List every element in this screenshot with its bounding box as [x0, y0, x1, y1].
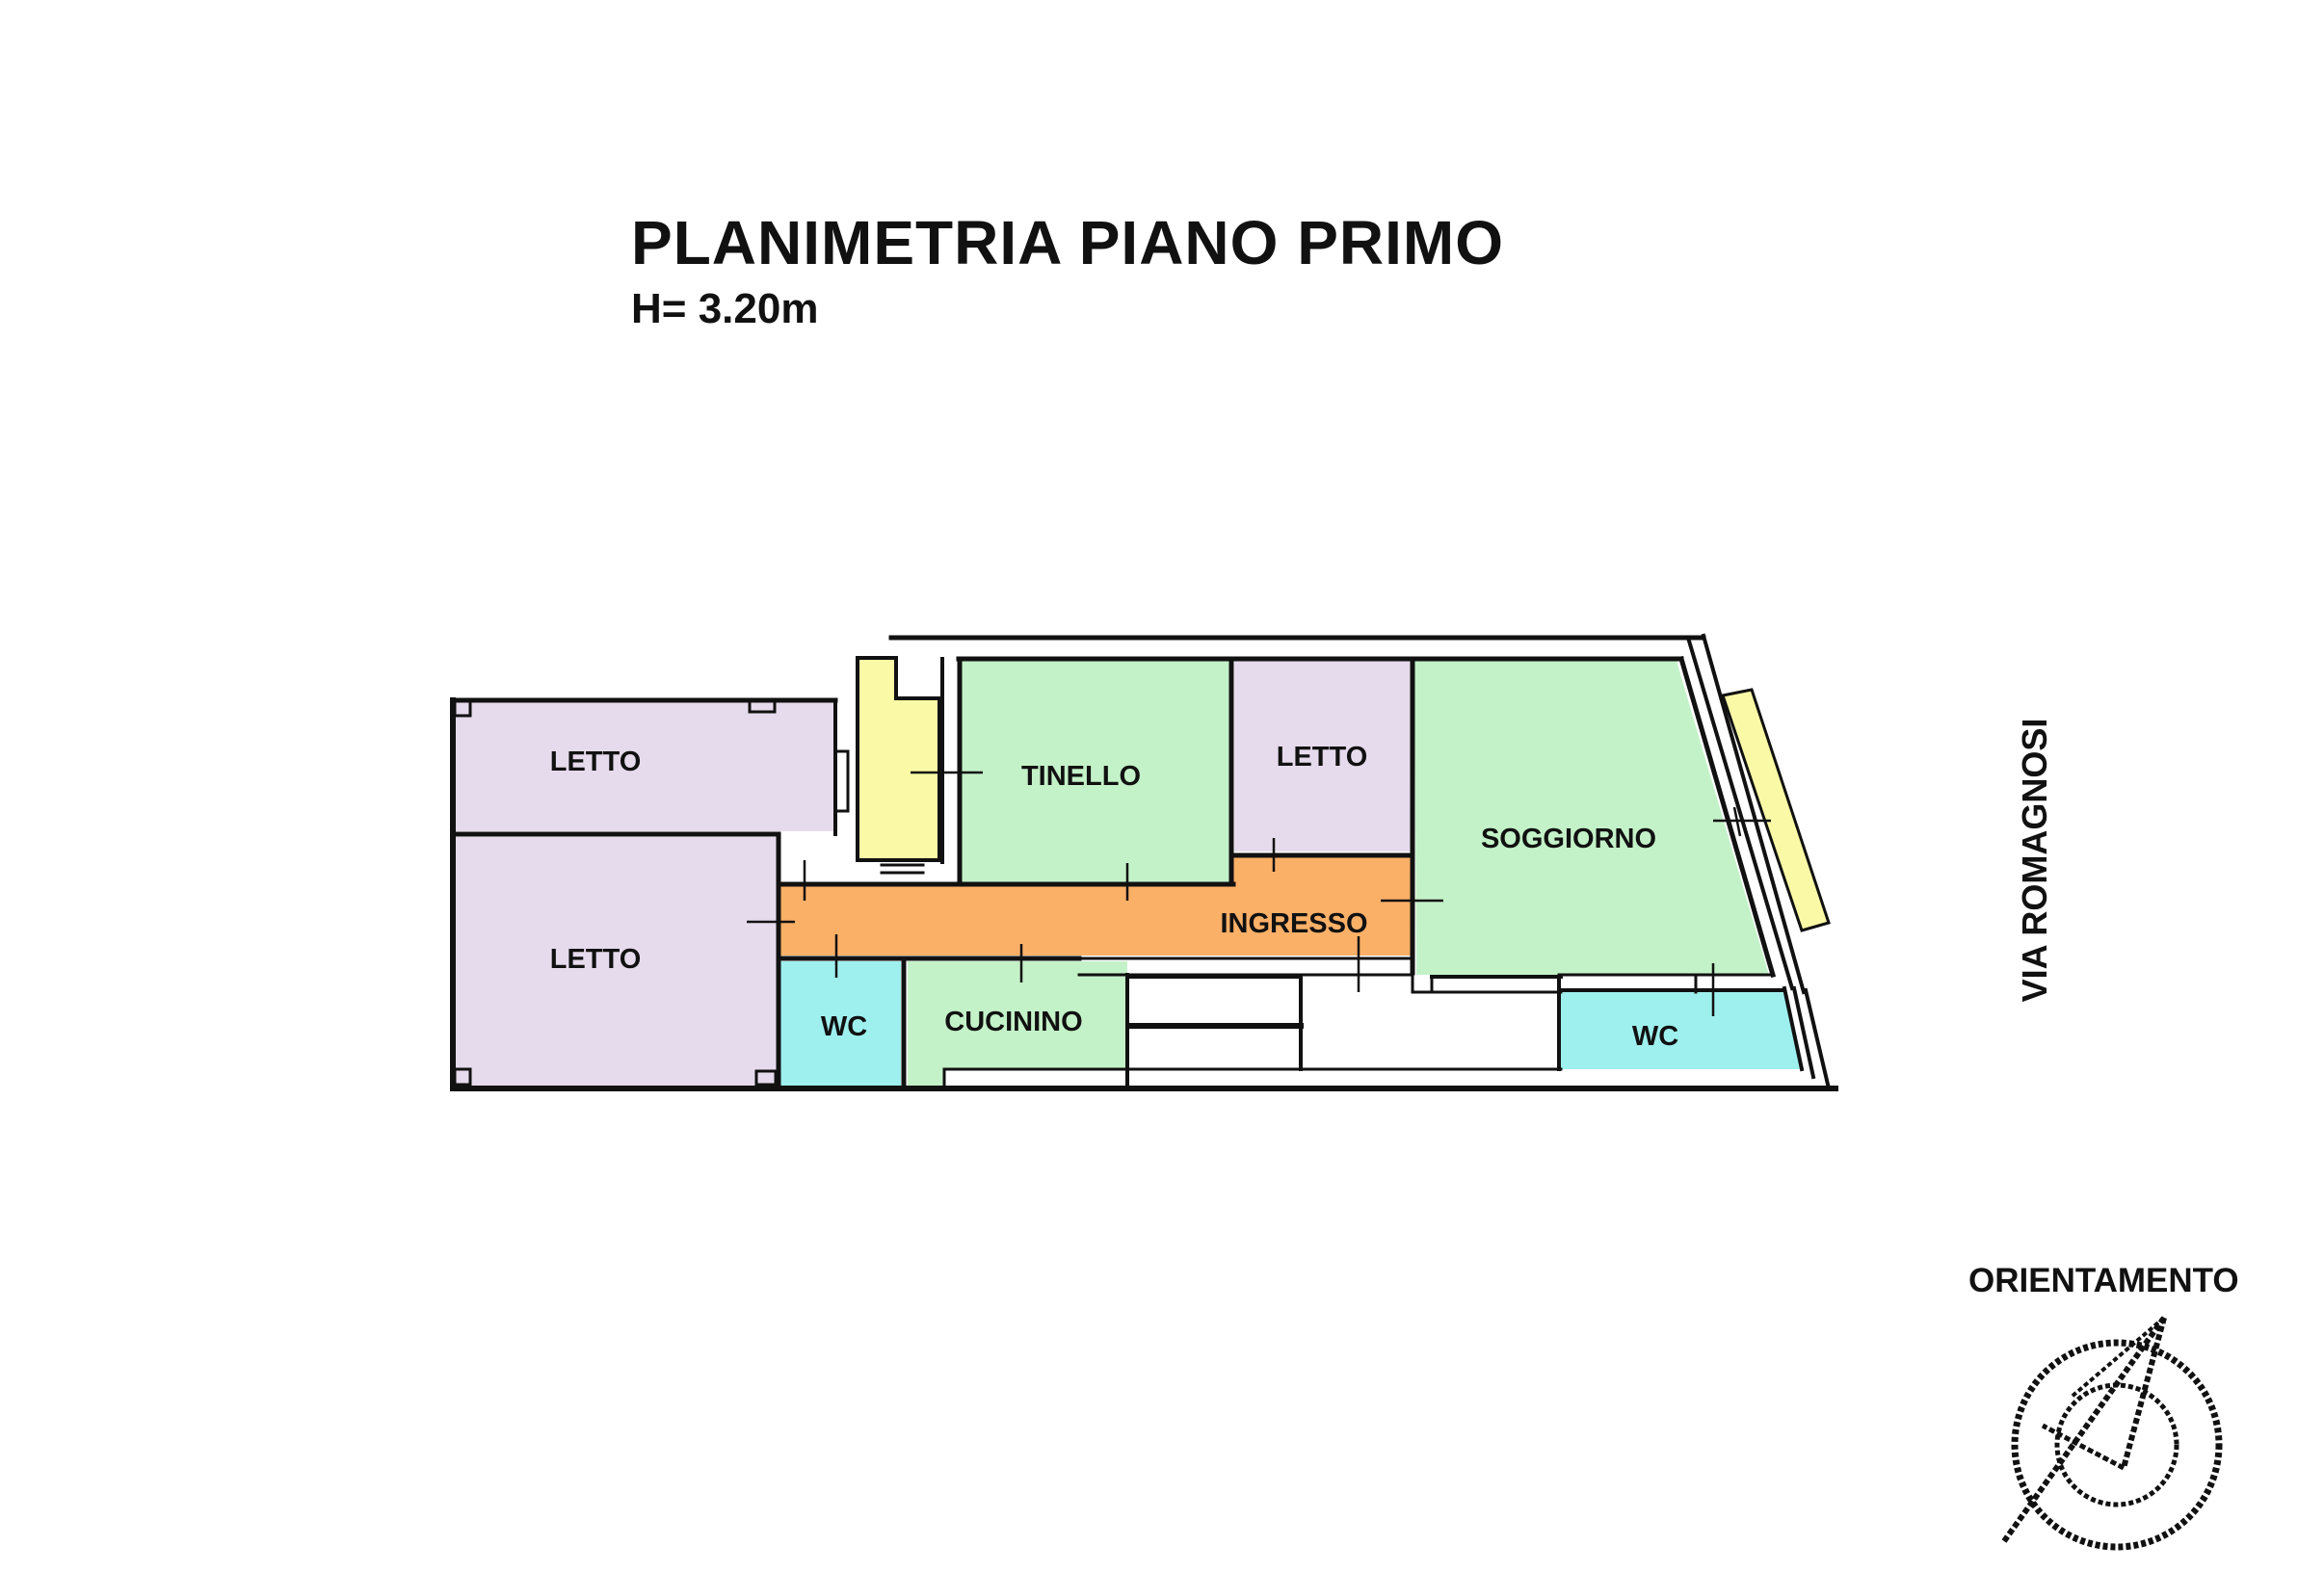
walls: [450, 633, 1838, 1091]
label-cucinino: CUCININO: [944, 1007, 1082, 1037]
label-letto-top-left: LETTO: [550, 747, 642, 777]
label-letto-center: LETTO: [1277, 742, 1368, 773]
label-soggiorno: SOGGIORNO: [1481, 824, 1656, 854]
room-letto-center: [1234, 661, 1411, 852]
street-label: VIA ROMAGNOSI: [2015, 719, 2054, 1003]
ceiling-height-note: H= 3.20m: [631, 285, 819, 332]
room-letto-top-left: [455, 700, 835, 831]
label-wc-left: WC: [821, 1011, 867, 1042]
page-title: PLANIMETRIA PIANO PRIMO: [631, 208, 1504, 277]
room-letto-bottom-left: [455, 837, 778, 1087]
label-tinello: TINELLO: [1021, 761, 1141, 792]
room-tinello: [962, 659, 1229, 882]
compass-icon: [2001, 1316, 2223, 1551]
room-soggiorno: [1414, 661, 1769, 975]
room-wc-right: [1561, 992, 1800, 1069]
balcony-left: [859, 658, 939, 860]
room-cucinino: [908, 961, 1127, 1087]
door-marks: [747, 771, 1771, 1016]
orientation-label: ORIENTAMENTO: [1968, 1262, 2239, 1299]
room-ingresso: [780, 855, 1411, 956]
room-wc-left: [780, 961, 901, 1087]
label-ingresso: INGRESSO: [1220, 908, 1367, 939]
label-letto-bottom-left: LETTO: [550, 944, 642, 975]
label-wc-right: WC: [1632, 1021, 1678, 1052]
balcony-right: [1723, 690, 1829, 930]
